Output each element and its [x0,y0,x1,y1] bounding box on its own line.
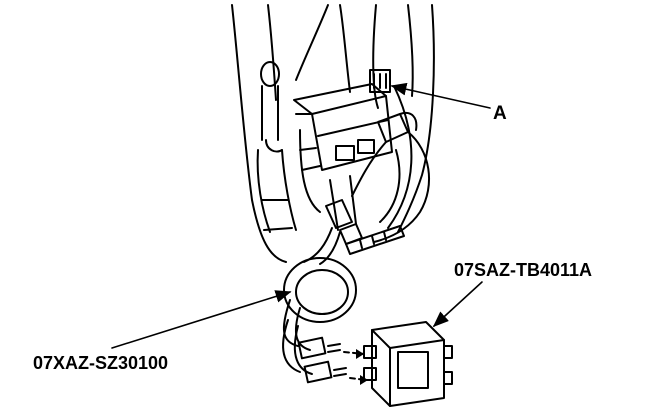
harness-coil [282,227,357,375]
leader-tb [432,281,483,328]
test-box [363,321,453,407]
harness-part-number: 07XAZ-SZ30100 [33,353,169,373]
tester-box-part-number: 07SAZ-TB4011A [454,260,593,280]
grommet-tube [256,61,297,233]
leader-sz [111,290,292,349]
insertion-arrows [343,351,367,381]
leader-lines [111,82,491,349]
connector-a [369,69,391,93]
control-unit [293,83,393,231]
body-panel [231,4,435,263]
leader-a [390,82,491,109]
callout-a-label: A [493,103,507,124]
test-plugs [297,336,347,384]
harness-plug [351,112,431,243]
inline-connector [325,199,405,255]
